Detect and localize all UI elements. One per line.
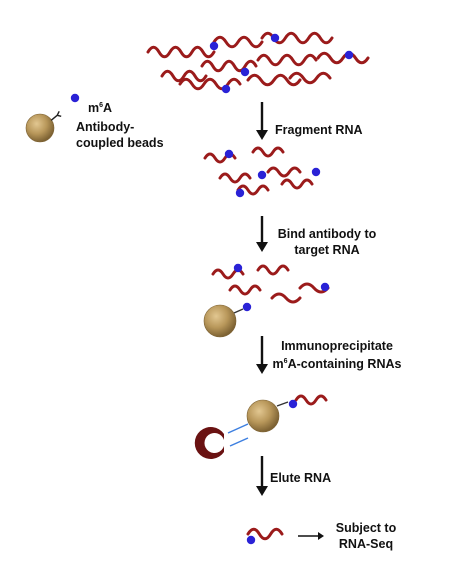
step-ip-label-line1: Immunoprecipitate [281, 339, 393, 353]
down-arrow-head [256, 130, 268, 140]
m6a-dot-icon [320, 282, 330, 292]
rna-strand [236, 184, 270, 196]
m6a-dot-icon [224, 149, 234, 159]
magnet-body [194, 427, 224, 459]
step-fragment-label: Fragment RNA [275, 123, 363, 137]
step-bind-label-line1: Bind antibody to [277, 227, 377, 241]
bead-sphere [25, 113, 55, 143]
rna-strand [316, 51, 370, 65]
legend-bead-label-line2: coupled beads [76, 136, 164, 150]
magnet-icon [194, 423, 249, 459]
bead-sphere [203, 304, 237, 338]
rna-strand [246, 527, 284, 541]
step-bind-label-line2: target RNA [294, 243, 360, 257]
bead-sphere [246, 399, 280, 433]
rna-strand [146, 45, 216, 59]
rna-strand [256, 264, 290, 276]
field-arrow-icon [227, 423, 249, 434]
rna-strand [160, 69, 208, 83]
rna-strand [246, 73, 302, 87]
legend-bead-label-line1: Antibody- [76, 120, 135, 134]
m6a-dot-icon [242, 302, 252, 312]
rna-strand [200, 59, 258, 73]
m6a-dot-icon [235, 188, 245, 198]
m6a-dot-icon [257, 170, 267, 180]
m6a-dot-icon [233, 263, 243, 273]
rna-strand [218, 172, 252, 184]
m6a-dot-icon [209, 41, 219, 51]
field-arrow-icon [229, 437, 249, 447]
right-arrow-head [318, 532, 324, 540]
m6a-dot-icon [221, 84, 231, 94]
antibody-bead-icon [246, 399, 280, 433]
m6a-dot-icon [246, 535, 256, 545]
m6a-dot-icon [344, 50, 354, 60]
antibody-linker [233, 308, 244, 314]
step-elute-label: Elute RNA [270, 471, 332, 485]
rna-strand [212, 35, 264, 49]
m6a-dot-icon [288, 399, 298, 409]
rna-strand [294, 394, 328, 406]
final-label-line1: Subject to [335, 521, 397, 535]
antibody-icon [50, 110, 62, 121]
m6a-dot-icon [240, 67, 250, 77]
m6a-dot-icon [70, 93, 80, 103]
m6a-dot-icon [270, 33, 280, 43]
rna-strand [270, 292, 302, 304]
rna-strand [280, 178, 314, 190]
antibody-linker [276, 401, 289, 407]
down-arrow-head [256, 242, 268, 252]
antibody-bead-icon [203, 304, 237, 338]
final-label-line2: RNA-Seq [338, 537, 394, 551]
rna-strand [251, 146, 285, 158]
down-arrow-head [256, 364, 268, 374]
legend-m6a-label: m6A [88, 101, 113, 115]
down-arrow-head [256, 486, 268, 496]
antibody-bead-icon [25, 110, 62, 143]
m6a-dot-icon [311, 167, 321, 177]
rna-strand [256, 53, 318, 67]
rna-strand [298, 282, 330, 294]
rna-strand [288, 71, 332, 85]
rna-strand [178, 77, 242, 91]
rna-strand [228, 284, 262, 296]
step-ip-label-line2: m6A-containing RNAs [272, 357, 402, 371]
rna-strand [266, 166, 302, 178]
